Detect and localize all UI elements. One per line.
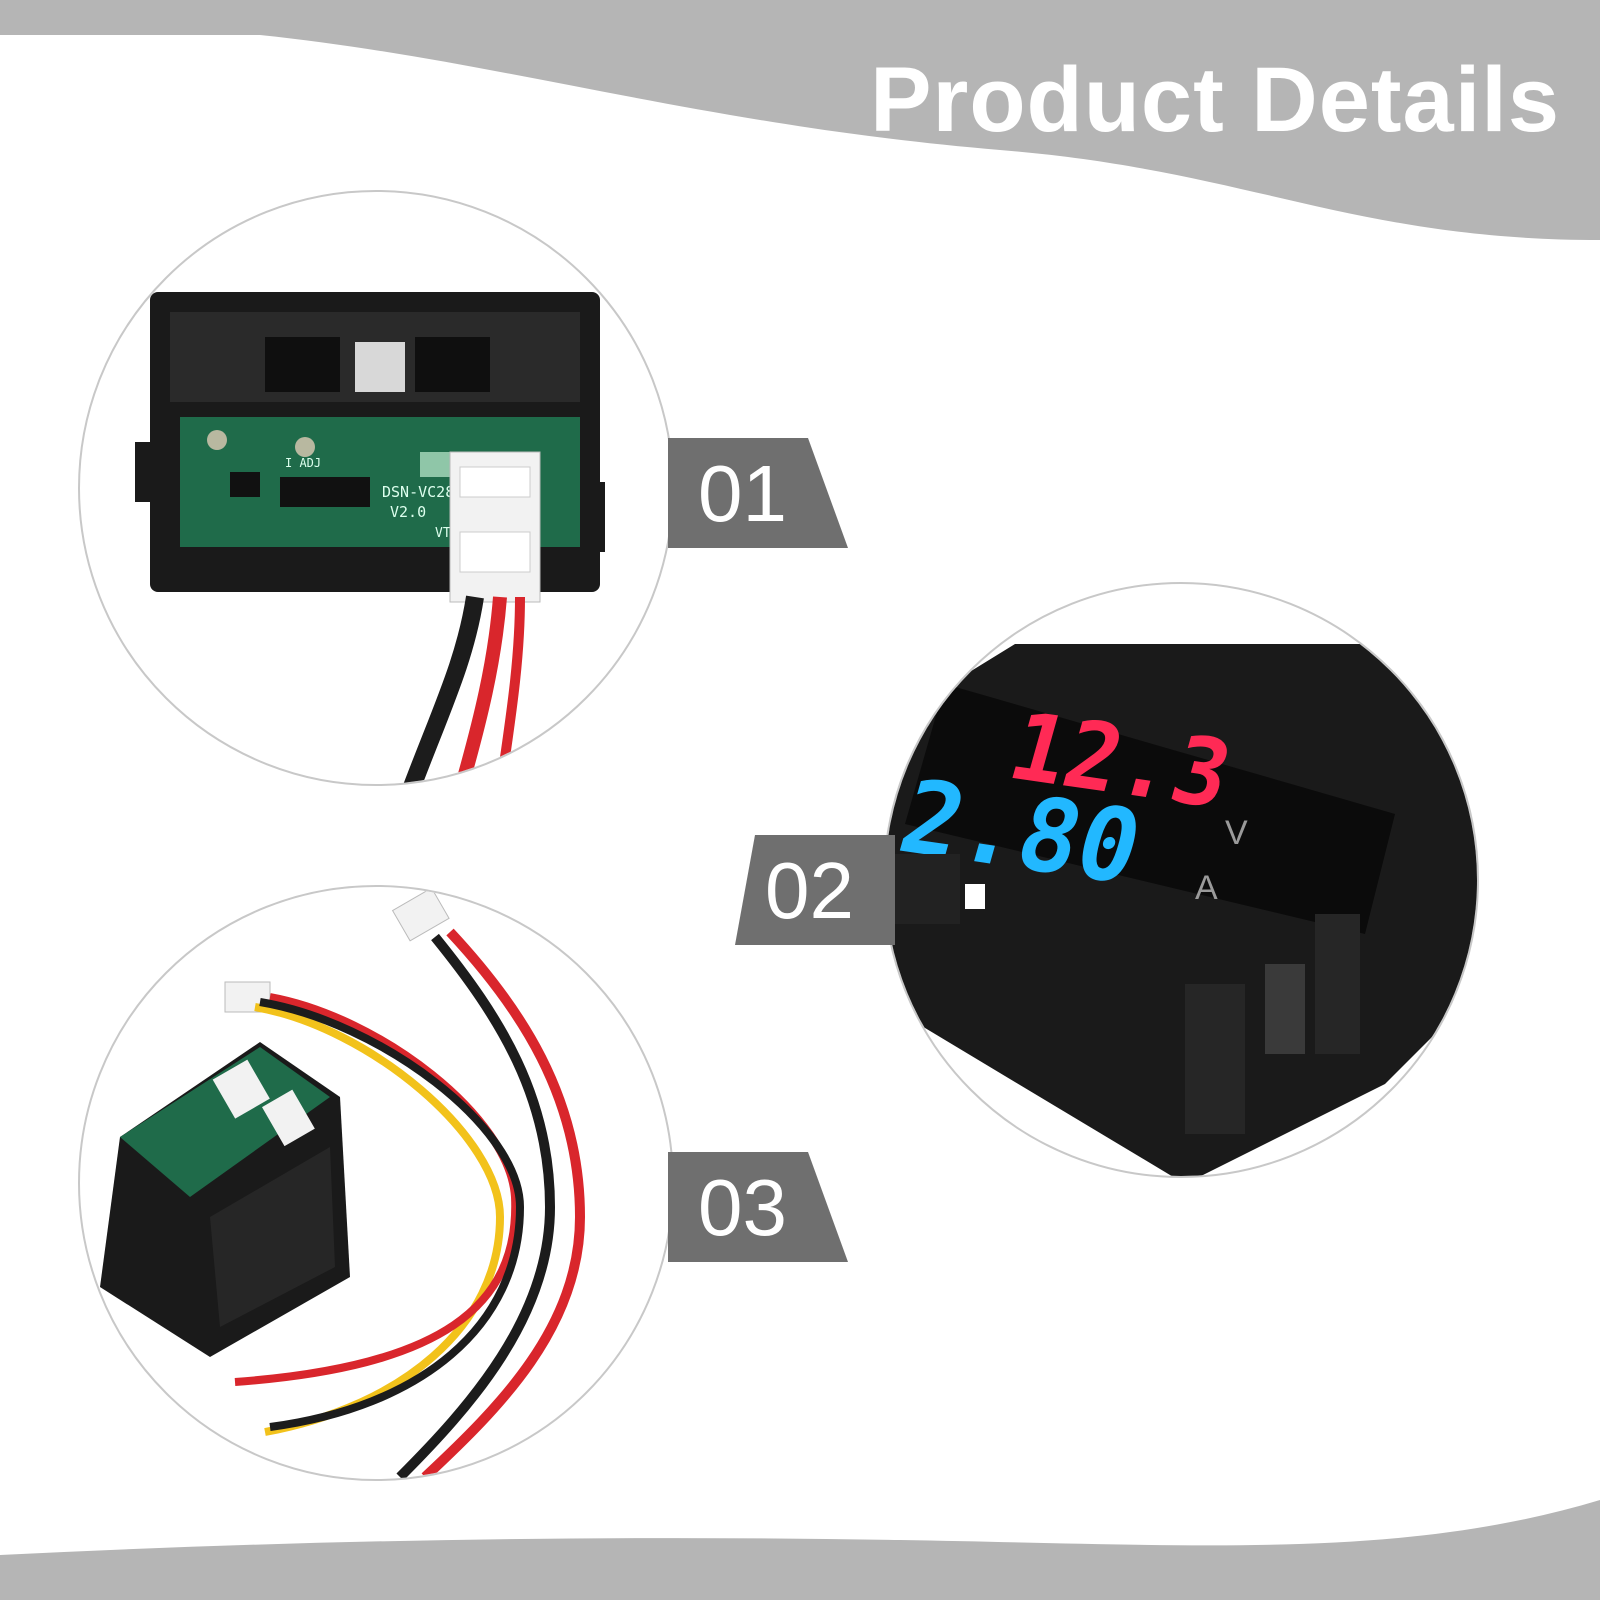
black-wire (403, 595, 484, 784)
yellow-wire (254, 1003, 505, 1436)
detail-circle-assembly-view (78, 885, 674, 1481)
top-banner (0, 0, 1600, 240)
callout-label-02: 02 (765, 846, 854, 935)
meter-display-illustration: 12.3 2.80 V A (885, 644, 1477, 1176)
meter-back-illustration: DSN-VC288 V2.0 VT I ADJ (135, 292, 605, 784)
top-banner-dash-line (267, 37, 1151, 223)
red-wire-small (234, 993, 520, 1386)
pcb-pot-text: I ADJ (285, 456, 321, 470)
meter-assembly-illustration (100, 887, 586, 1479)
callout-label-03: 03 (698, 1163, 787, 1252)
detail-circle-back-view: DSN-VC288 V2.0 VT I ADJ (78, 190, 674, 786)
pcb-version-text: V2.0 (390, 503, 426, 521)
detail-circle-display-view: 12.3 2.80 V A (883, 582, 1479, 1178)
page-title: Product Details (870, 49, 1560, 151)
callout-tag-02: 02 (735, 835, 895, 945)
black-wire-small (259, 998, 525, 1431)
red-wire (454, 596, 507, 784)
callout-tag-03: 03 (668, 1152, 848, 1262)
voltage-unit: V (1225, 814, 1248, 852)
bottom-banner (0, 1500, 1600, 1600)
pcb-pin-text: VT (435, 526, 451, 541)
callout-tag-01: 01 (668, 438, 848, 548)
red-wire-large (421, 928, 586, 1479)
black-wire-large (396, 933, 556, 1479)
pcb-model-text: DSN-VC288 (382, 483, 463, 501)
callout-label-01: 01 (698, 449, 787, 538)
current-unit: A (1195, 869, 1218, 907)
